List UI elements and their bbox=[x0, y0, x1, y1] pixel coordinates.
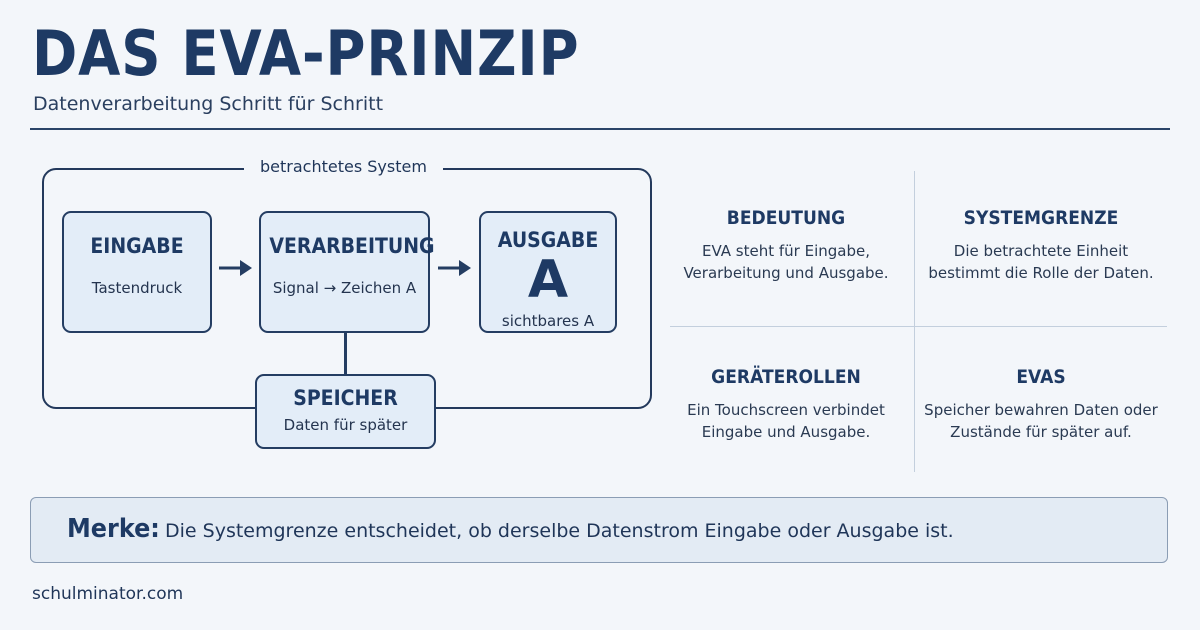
page-subtitle: Datenverarbeitung Schritt für Schritt bbox=[33, 93, 384, 115]
node-speicher-title: SPEICHER bbox=[293, 386, 398, 410]
info-cell-title: SYSTEMGRENZE bbox=[963, 207, 1119, 229]
node-verarbeitung-title: VERARBEITUNG bbox=[269, 234, 435, 258]
info-cell-title: EVAS bbox=[1016, 366, 1066, 388]
merke-text: Die Systemgrenze entscheidet, ob derselb… bbox=[165, 520, 954, 542]
info-cell-text: Die betrachtete Einheit bestimmt die Rol… bbox=[928, 242, 1154, 282]
system-boundary-label: betrachtetes System bbox=[244, 156, 443, 178]
info-cell-text: Ein Touchscreen verbindet Eingabe und Au… bbox=[687, 401, 885, 441]
node-ausgabe-title: AUSGABE bbox=[497, 228, 599, 252]
node-speicher-text: Daten für später bbox=[283, 416, 408, 434]
header-divider bbox=[30, 128, 1170, 130]
page-title: DAS EVA-PRINZIP bbox=[32, 17, 580, 90]
info-cell-title: GERÄTEROLLEN bbox=[711, 366, 861, 388]
node-speicher: SPEICHER Daten für später bbox=[255, 374, 436, 449]
info-cell-title: BEDEUTUNG bbox=[726, 207, 846, 229]
info-grid-vertical-divider bbox=[914, 171, 915, 472]
merke-callout: Merke: Die Systemgrenze entscheidet, ob … bbox=[30, 497, 1168, 563]
info-cell-geraeterollen: GERÄTEROLLEN Ein Touchscreen verbindet E… bbox=[663, 366, 909, 443]
node-ausgabe-text: sichtbares A bbox=[501, 312, 595, 330]
info-cell-text: Speicher bewahren Daten oder Zustände fü… bbox=[924, 401, 1158, 441]
arrow-eingabe-to-verarbeitung-icon bbox=[219, 260, 252, 276]
node-eingabe-title: EINGABE bbox=[90, 234, 184, 258]
info-cell-evas: EVAS Speicher bewahren Daten oder Zustän… bbox=[918, 366, 1164, 443]
node-ausgabe-letter: A bbox=[527, 250, 569, 310]
node-verarbeitung: VERARBEITUNG Signal → Zeichen A bbox=[259, 211, 435, 333]
info-grid-horizontal-divider bbox=[670, 326, 1167, 327]
node-eingabe-text: Tastendruck bbox=[91, 279, 183, 297]
arrow-verarbeitung-to-ausgabe-icon bbox=[438, 260, 471, 276]
node-eingabe: EINGABE Tastendruck bbox=[62, 211, 212, 333]
node-verarbeitung-text: Signal → Zeichen A bbox=[272, 279, 417, 297]
connector-verarbeitung-speicher bbox=[344, 333, 347, 374]
info-cell-bedeutung: BEDEUTUNG EVA steht für Eingabe, Verarbe… bbox=[663, 207, 909, 284]
info-cell-text: EVA steht für Eingabe, Verarbeitung und … bbox=[683, 242, 889, 282]
footer-site-link[interactable]: schulminator.com bbox=[32, 584, 184, 604]
info-cell-systemgrenze: SYSTEMGRENZE Die betrachtete Einheit bes… bbox=[918, 207, 1164, 284]
merke-label: Merke: bbox=[67, 514, 160, 544]
node-ausgabe: AUSGABE A sichtbares A bbox=[479, 211, 617, 333]
